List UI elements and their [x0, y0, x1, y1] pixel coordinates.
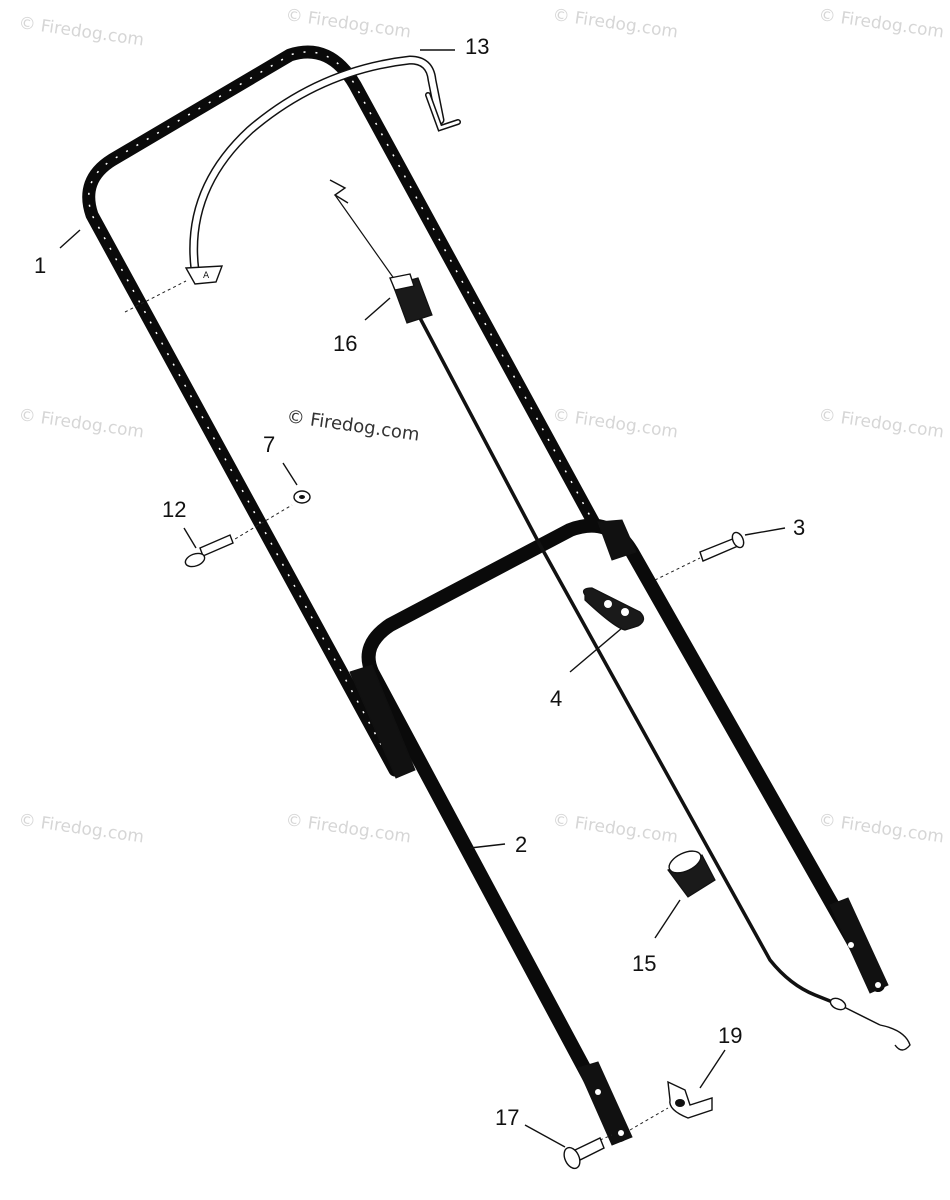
carriage-bolt: [654, 531, 745, 581]
screw: [184, 504, 293, 568]
watermark: © Firedog.com: [551, 405, 679, 442]
control-bail: A: [184, 55, 461, 285]
callout-16: 16: [333, 331, 357, 356]
watermark: © Firedog.com: [817, 5, 945, 42]
svg-text:A: A: [203, 271, 210, 281]
callout-15: 15: [632, 951, 656, 976]
callout-3: 3: [793, 515, 805, 540]
handle-bolt: [563, 1134, 613, 1170]
callout-4: 4: [550, 686, 562, 711]
callout-7: 7: [263, 432, 275, 457]
watermark: © Firedog.com: [817, 405, 945, 442]
watermark: © Firedog.com: [17, 405, 145, 442]
wing-nut: [629, 1080, 713, 1131]
callout-13: 13: [465, 34, 489, 59]
callout-2: 2: [515, 832, 527, 857]
watermark: © Firedog.com: [17, 13, 145, 50]
cable-guide: [582, 587, 645, 631]
callout-labels: 1 2 3 4 7 12 13 15 16 17 19: [34, 34, 805, 1130]
watermark: © Firedog.com: [551, 810, 679, 847]
watermark: © Firedog.com: [817, 810, 945, 847]
callout-19: 19: [718, 1023, 742, 1048]
nut: [293, 490, 311, 504]
lower-handle: [349, 518, 889, 1146]
watermark: © Firedog.com: [551, 5, 679, 42]
callout-17: 17: [495, 1105, 519, 1130]
callout-1: 1: [34, 253, 46, 278]
handle-grip: [667, 850, 716, 898]
watermark: © Firedog.com: [284, 5, 412, 42]
callout-12: 12: [162, 497, 186, 522]
leader-lines: [59, 49, 786, 1148]
control-cable: [329, 179, 911, 1051]
watermark: © Firedog.com: [17, 810, 145, 847]
upper-handle: [82, 45, 602, 777]
watermark: © Firedog.com: [284, 810, 412, 847]
cable-housing-clip: [389, 273, 433, 324]
center-watermark: © Firedog.com: [285, 406, 420, 445]
